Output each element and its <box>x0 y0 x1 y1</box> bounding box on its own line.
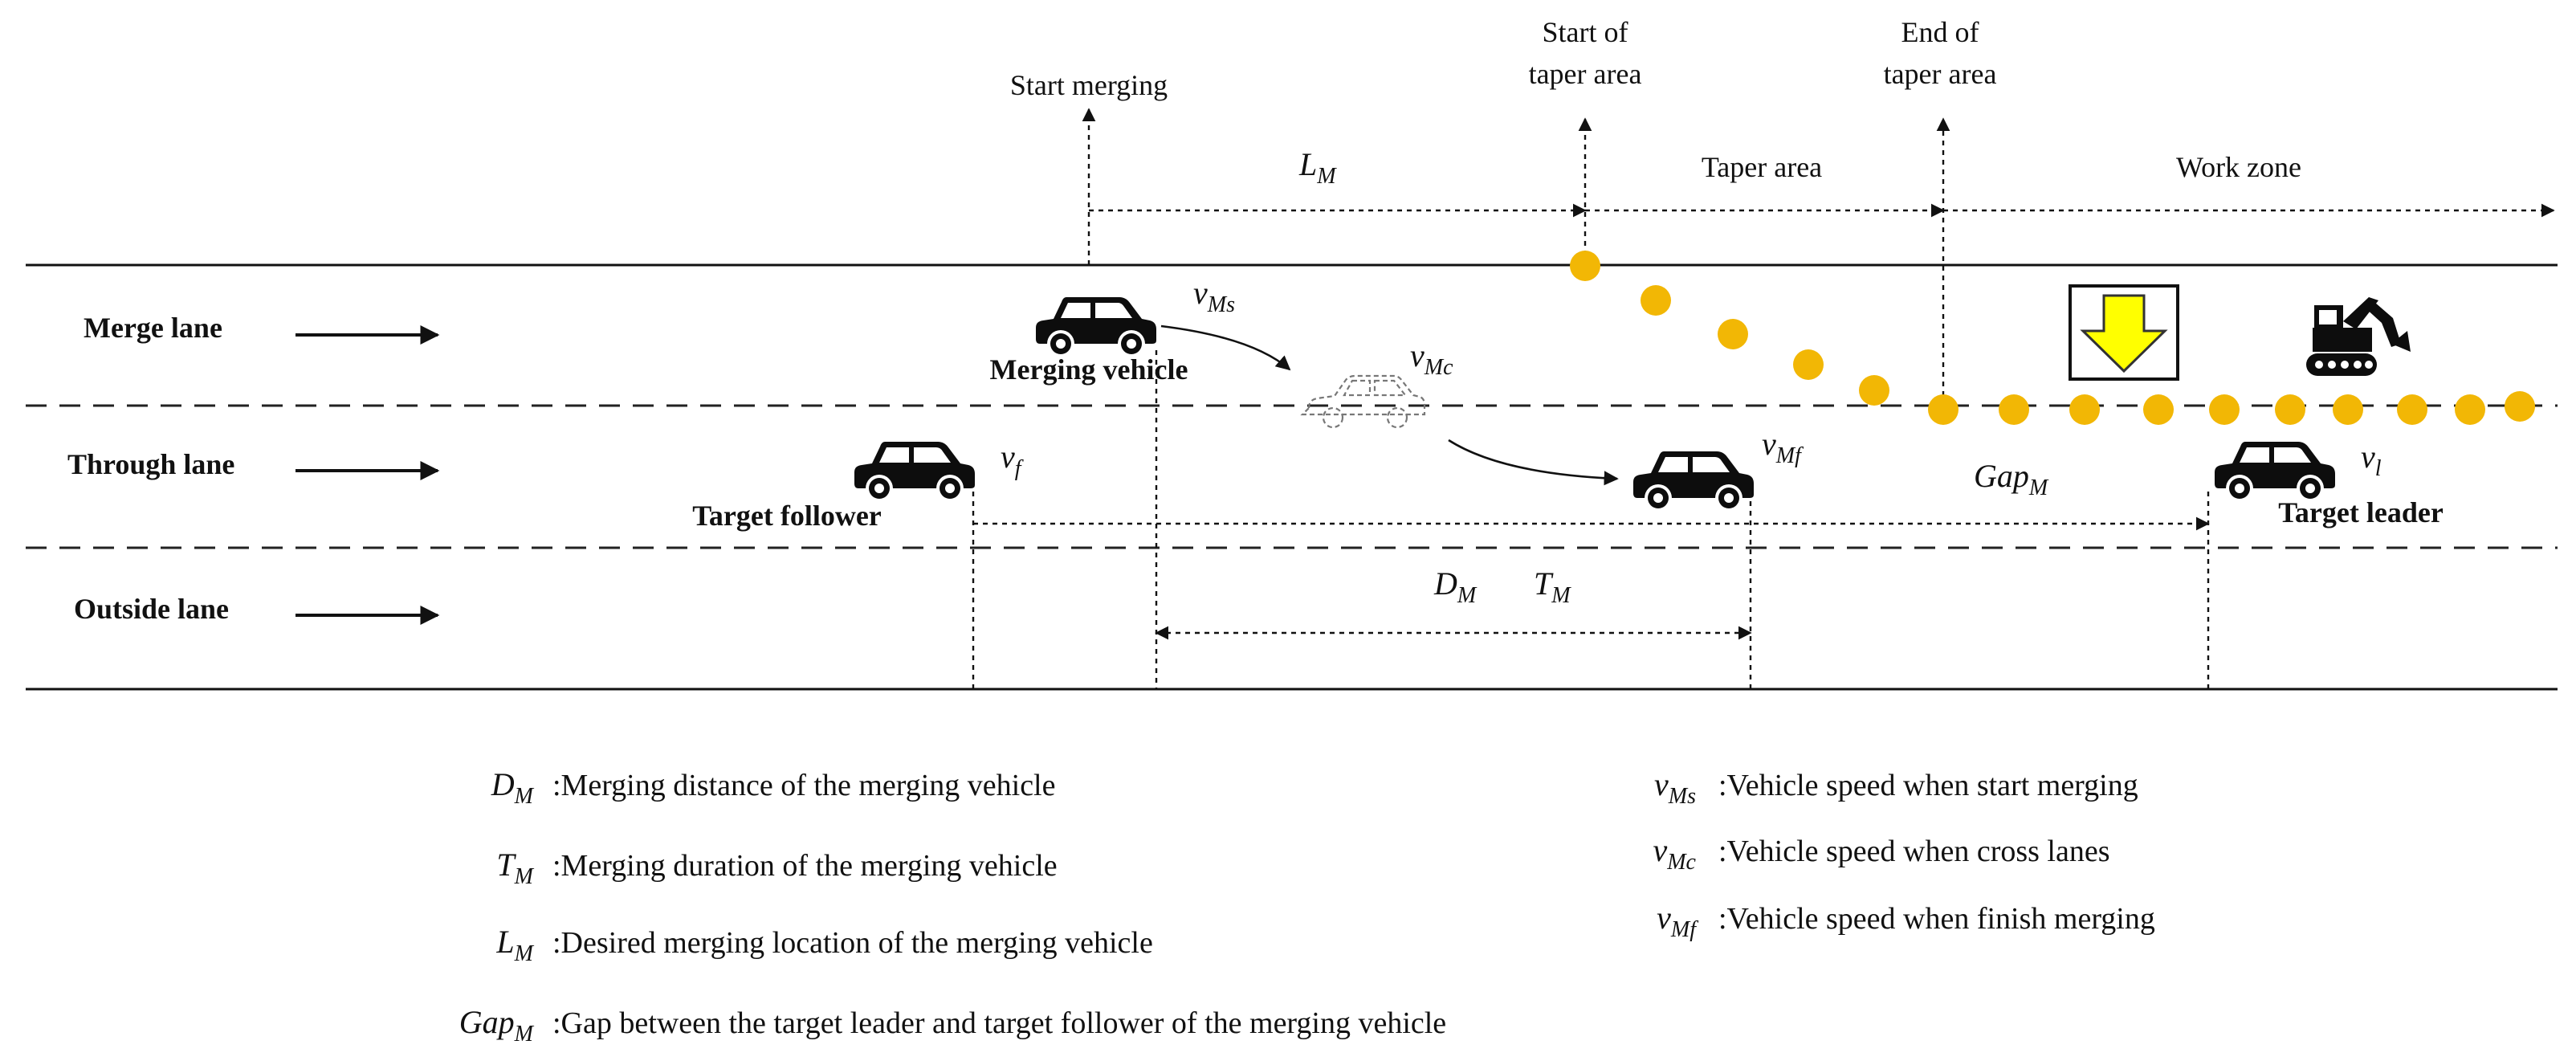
legend-symbol: TM <box>496 847 534 889</box>
legend-symbol: vMc <box>1653 832 1696 875</box>
legend-description: :Desired merging location of the merging… <box>552 926 1153 960</box>
traffic-cone-icon <box>1793 349 1824 380</box>
speed-vMc: vMc <box>1410 337 1453 380</box>
excavator-icon <box>2306 297 2411 376</box>
start-taper-label-line1: Start of <box>1543 16 1628 48</box>
legend-description: :Merging distance of the merging vehicle <box>552 769 1055 802</box>
end-taper-label-line1: End of <box>1901 16 1979 48</box>
legend-description: :Gap between the target leader and targe… <box>552 1006 1446 1040</box>
traffic-cone-icon <box>2069 394 2100 425</box>
traffic-cone-icon <box>1641 285 1671 316</box>
traffic-cone-icon <box>1570 251 1600 281</box>
D-M-label: DM <box>1433 565 1478 608</box>
legend-description: :Merging duration of the merging vehicle <box>552 849 1058 883</box>
taper-area-label: Taper area <box>1702 151 1822 183</box>
legend-right: vMs :Vehicle speed when start merging vMc:… <box>1653 766 2154 942</box>
traffic-cone-icon <box>2333 394 2363 425</box>
traffic-cone-icon <box>1928 394 1958 425</box>
traffic-cone-icon <box>2505 391 2535 422</box>
speed-vMs: vMs <box>1193 275 1235 317</box>
traffic-cone-icon <box>2455 394 2485 425</box>
traffic-cone-icon <box>2275 394 2305 425</box>
start-taper-label-line2: taper area <box>1529 58 1642 90</box>
taper-cones <box>1570 251 2535 425</box>
legend-symbol: vMf <box>1657 900 1698 942</box>
crossing-car-ghost-icon <box>1300 374 1426 429</box>
traffic-cone-icon <box>1859 375 1889 406</box>
start-merging-label: Start merging <box>1010 69 1168 101</box>
legend-left: DM :Merging distance of the merging vehic… <box>459 766 1446 1047</box>
legend-symbol: LM <box>495 924 534 966</box>
car-icon <box>854 442 975 499</box>
merging-path-arrow-2 <box>1448 439 1619 486</box>
work-zone-label: Work zone <box>2176 151 2301 183</box>
speed-vMf: vMf <box>1762 426 1804 468</box>
legend-symbol: DM <box>491 766 535 809</box>
car-icon <box>1036 297 1156 354</box>
lane-label-through: Through lane <box>67 448 234 480</box>
L-M-label: LM <box>1298 146 1337 189</box>
legend-description: :Vehicle speed when finish merging <box>1718 902 2155 936</box>
merging-vehicle-label: Merging vehicle <box>990 353 1188 386</box>
target-follower-label: Target follower <box>692 500 882 532</box>
merging-path-arrow-1 <box>1160 324 1291 371</box>
end-taper-label-line2: taper area <box>1884 58 1997 90</box>
traffic-cone-icon <box>2143 394 2174 425</box>
legend-symbol: GapM <box>459 1004 535 1047</box>
traffic-cone-icon <box>1999 394 2029 425</box>
target-leader-label: Target leader <box>2278 496 2444 528</box>
merge-down-arrow-sign-icon <box>2069 284 2179 381</box>
car-icon <box>1633 451 1754 508</box>
legend-symbol: vMs <box>1654 766 1696 809</box>
traffic-cone-icon <box>2209 394 2240 425</box>
car-icon <box>2215 442 2335 499</box>
speed-vf: vf <box>1001 439 1024 481</box>
legend-description: :Vehicle speed when cross lanes <box>1718 835 2110 868</box>
lane-label-merge: Merge lane <box>84 312 222 344</box>
traffic-cone-icon <box>1718 319 1748 349</box>
lane-label-outside: Outside lane <box>74 593 229 625</box>
legend-description: :Vehicle speed when start merging <box>1718 769 2138 802</box>
speed-vl: vl <box>2361 439 2382 481</box>
T-M-label: TM <box>1534 565 1571 608</box>
Gap-M-label: GapM <box>1974 458 2049 500</box>
traffic-cone-icon <box>2397 394 2427 425</box>
